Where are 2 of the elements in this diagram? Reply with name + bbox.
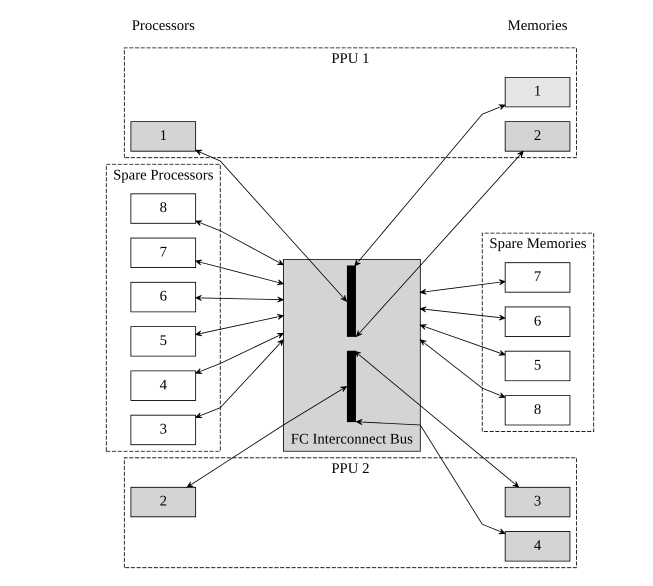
label: Memories — [508, 18, 568, 34]
label: Processors — [132, 18, 195, 34]
